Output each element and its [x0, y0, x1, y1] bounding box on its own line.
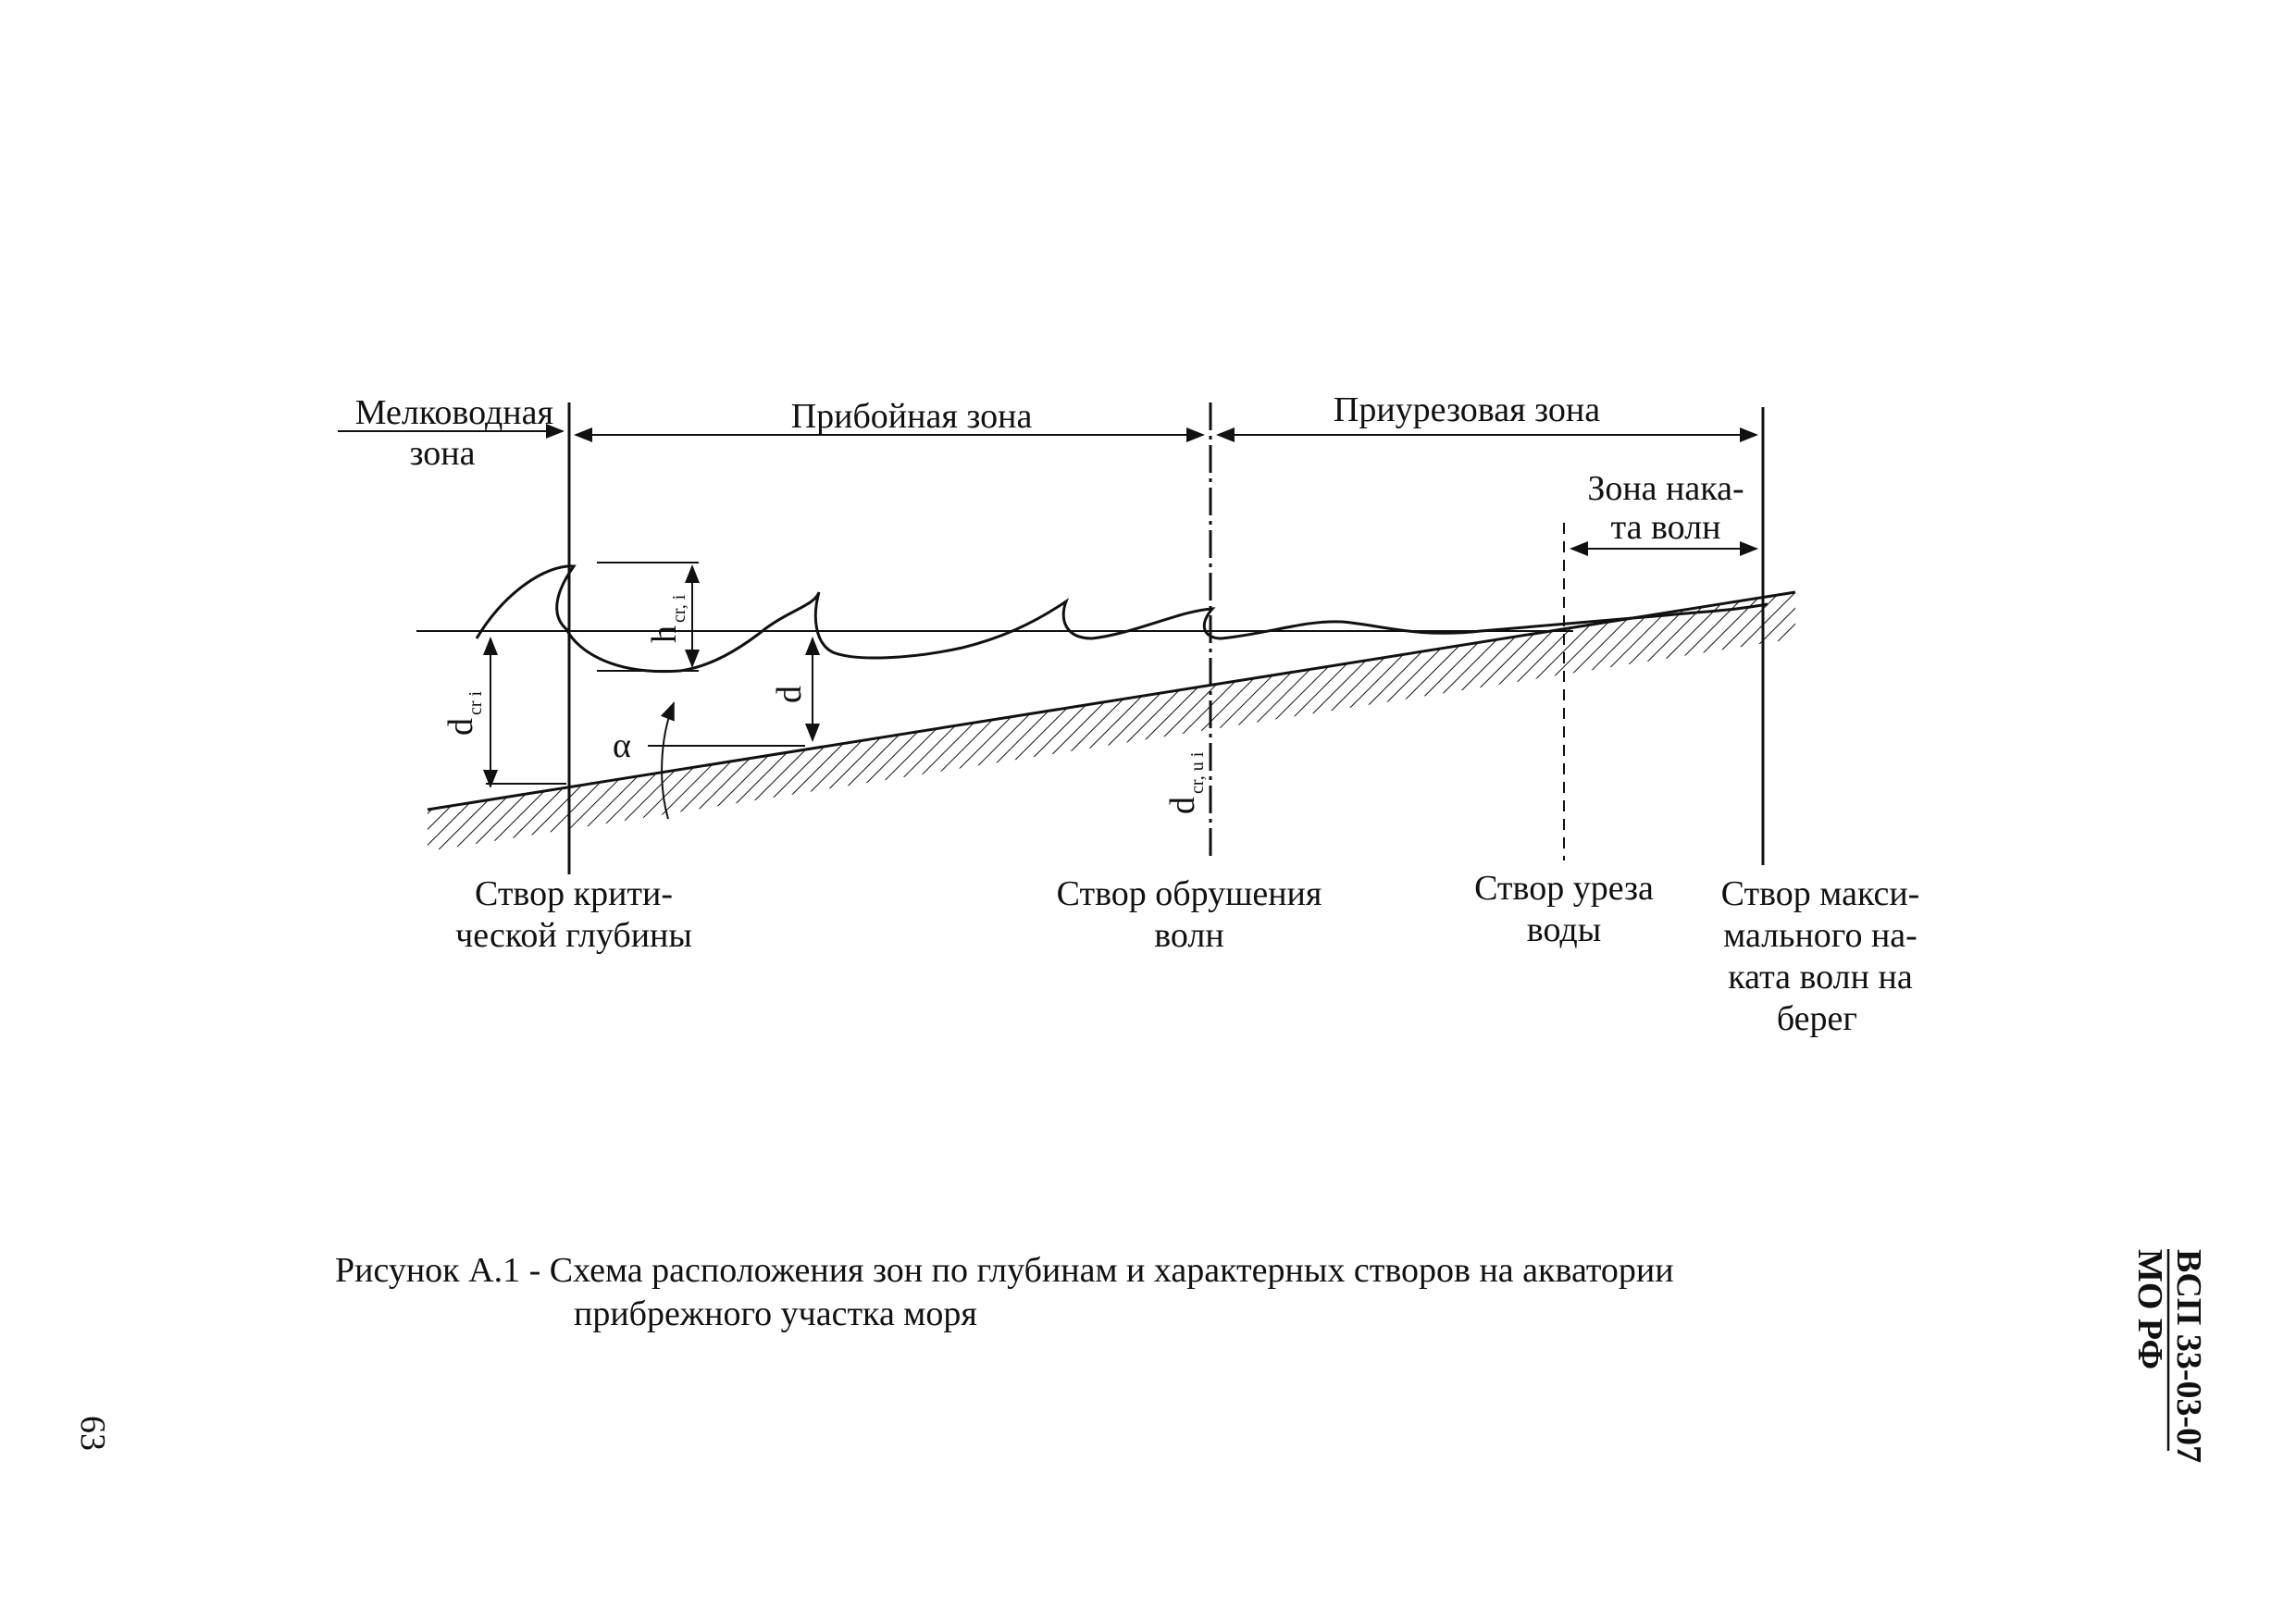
section-waterline-line2: воды [1527, 910, 1601, 949]
section-max-runup-line3: ката волн на [1728, 958, 1913, 997]
section-critical-line1: Створ крити- [475, 874, 673, 913]
section-breaking-line1: Створ обрушения [1057, 874, 1322, 913]
svg-text:h: h [645, 625, 684, 643]
surf-zone-label: Прибойная зона [791, 397, 1033, 436]
svg-text:d: d [770, 686, 809, 703]
svg-text:cr, i: cr, i [669, 594, 689, 623]
page-number: 63 [73, 1416, 112, 1451]
alpha-label: α [613, 726, 631, 765]
figure-caption-line1: Рисунок А.1 - Схема расположения зон по … [335, 1251, 1674, 1290]
h-crit-label: h cr, i [645, 594, 689, 643]
document-code-line2: МО РФ [2130, 1249, 2169, 1369]
section-max-runup-line1: Створ макси- [1721, 874, 1920, 913]
d-label: d [770, 686, 809, 703]
document-code-line1: ВСП 33-03-07 [2169, 1249, 2208, 1463]
svg-text:d: d [1163, 797, 1202, 814]
d-break-label: d cr, u i [1163, 751, 1208, 814]
svg-text:63: 63 [73, 1416, 112, 1451]
alpha-arc [660, 701, 675, 820]
section-critical-line2: ческой глубины [455, 916, 692, 955]
svg-text:d: d [441, 718, 480, 736]
section-max-runup-line4: берег [1777, 999, 1857, 1038]
seabed-line [427, 590, 1796, 811]
section-waterline-line1: Створ уреза [1474, 869, 1654, 908]
wave-profile [475, 564, 1769, 674]
section-max-runup-line2: мального на- [1723, 916, 1917, 955]
runup-zone-label-line1: Зона нака- [1587, 469, 1744, 508]
seabed-hatch [428, 592, 1795, 851]
document-code: ВСП 33-03-07 МО РФ [2130, 1249, 2208, 1463]
svg-text:cr i: cr i [465, 690, 486, 715]
svg-text:cr, u i: cr, u i [1187, 751, 1208, 794]
figure-caption-line2: прибрежного участка моря [574, 1294, 977, 1333]
shallow-zone-label-line1: Мелководная [355, 393, 553, 432]
runup-zone-label-line2: та волн [1611, 508, 1721, 547]
nearshore-zone-label: Приурезовая зона [1334, 390, 1600, 429]
section-breaking-line2: волн [1154, 916, 1223, 955]
d-crit-label: d cr i [441, 690, 486, 736]
shallow-zone-label-line2: зона [410, 434, 476, 473]
